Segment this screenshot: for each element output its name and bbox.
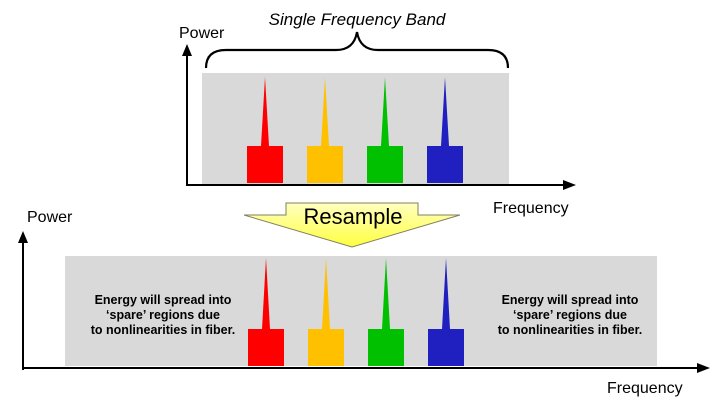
bottom-peak-blue bbox=[428, 258, 464, 366]
bottom-panel: Power Frequency Energy will spread into … bbox=[18, 209, 710, 397]
top-peak-red bbox=[247, 77, 283, 183]
top-peak-blue bbox=[427, 77, 463, 183]
resample-arrow: Resample bbox=[243, 202, 461, 248]
bottom-band-background bbox=[65, 256, 657, 366]
right-note-line-3: to nonlinearities in fiber. bbox=[498, 323, 642, 337]
resample-arrow-shape bbox=[243, 202, 461, 248]
top-channel-peaks bbox=[247, 77, 463, 183]
top-x-axis-label: Frequency bbox=[493, 200, 569, 217]
bottom-y-axis-arrowhead bbox=[18, 231, 28, 243]
left-note-line-2: ‘spare’ regions due bbox=[106, 308, 220, 322]
bottom-x-axis-label: Frequency bbox=[607, 380, 683, 397]
bottom-x-axis-arrowhead bbox=[697, 363, 710, 373]
bottom-peak-red bbox=[248, 258, 284, 366]
top-peak-yellow bbox=[307, 77, 343, 183]
bottom-peak-green bbox=[368, 258, 404, 366]
band-title: Single Frequency Band bbox=[269, 10, 446, 29]
left-note: Energy will spread into ‘spare’ regions … bbox=[91, 293, 235, 337]
top-x-axis-arrowhead bbox=[563, 180, 576, 190]
top-y-axis-arrowhead bbox=[182, 44, 192, 56]
top-panel: Single Frequency Band Power Frequency bbox=[179, 10, 576, 217]
right-note-line-2: ‘spare’ regions due bbox=[513, 308, 627, 322]
bottom-peak-yellow bbox=[308, 258, 344, 366]
right-note: Energy will spread into ‘spare’ regions … bbox=[498, 293, 642, 337]
top-y-axis-label: Power bbox=[179, 25, 225, 42]
left-note-line-3: to nonlinearities in fiber. bbox=[91, 323, 235, 337]
right-note-line-1: Energy will spread into bbox=[502, 293, 639, 307]
resample-label: Resample bbox=[303, 204, 402, 229]
bottom-y-axis-label: Power bbox=[27, 209, 73, 226]
top-peak-green bbox=[367, 77, 403, 183]
left-note-line-1: Energy will spread into bbox=[95, 293, 232, 307]
band-brace bbox=[204, 31, 510, 69]
bottom-channel-peaks bbox=[248, 258, 464, 366]
